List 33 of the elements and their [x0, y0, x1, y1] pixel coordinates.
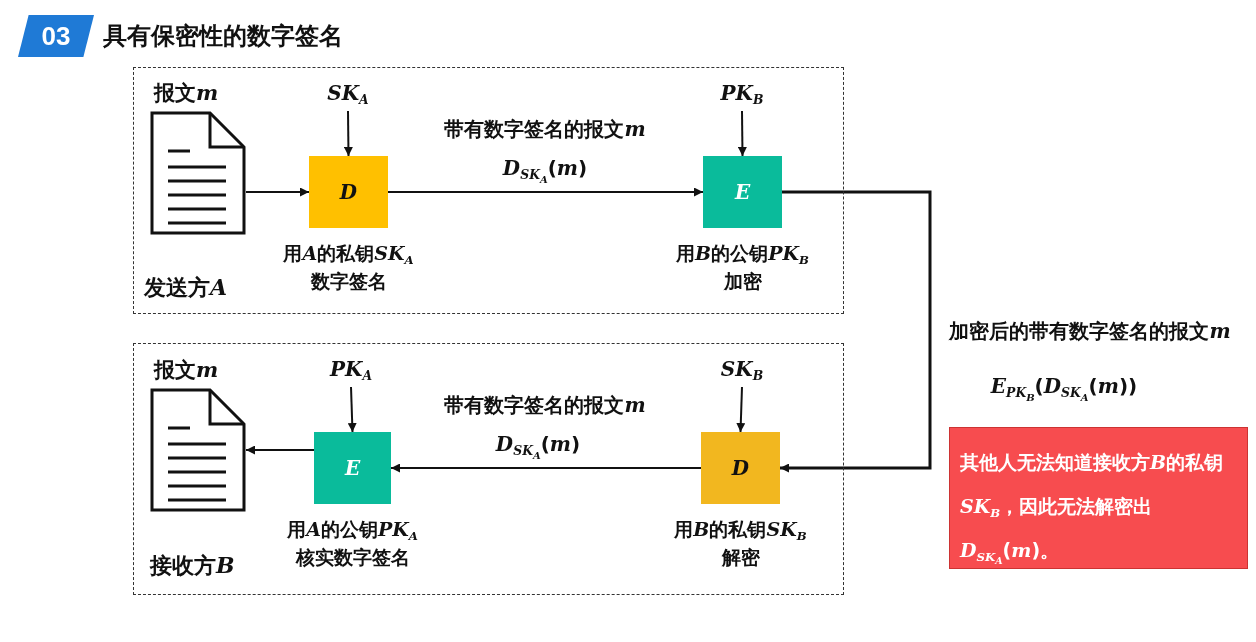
flow-heading: 带有数字签名的报文m	[444, 116, 646, 143]
key-label: SK$_{B}$	[711, 357, 773, 387]
document-title: 报文m	[154, 356, 219, 384]
arrow	[737, 110, 747, 157]
box-caption: 用A的公钥PK$_{A}$	[287, 517, 418, 543]
arrow	[736, 386, 746, 433]
box-caption: 核实数字签名	[295, 545, 410, 570]
section-number: 03	[18, 15, 94, 57]
arrow	[245, 187, 310, 197]
box-caption: 数字签名	[310, 269, 387, 294]
dashed-group-frame	[133, 343, 844, 595]
box-caption: 解密	[721, 545, 760, 570]
box-caption: 用A的私钥SK$_{A}$	[283, 241, 414, 267]
key-label: SK$_{A}$	[318, 81, 378, 111]
title: 具有保密性的数字签名	[103, 21, 343, 52]
group-label: 发送方A	[144, 273, 228, 302]
edge-label: 加密后的带有数字签名的报文m	[947, 318, 1233, 345]
flow-heading: 带有数字签名的报文m	[444, 392, 646, 419]
document-title: 报文m	[154, 79, 219, 107]
key-label: PK$_{A}$	[321, 357, 381, 387]
box-caption: 加密	[723, 269, 762, 294]
arrow	[343, 110, 353, 157]
box-caption: 用B的公钥PK$_{B}$	[676, 241, 809, 267]
key-label: PK$_{B}$	[711, 81, 773, 111]
arrow	[387, 187, 704, 197]
box-caption: 用B的私钥SK$_{B}$	[674, 517, 807, 543]
note-box: 其他人无法知道接收方B的私钥SK$_{B}$，因此无法解密出D$_{SK}$$_{A}$(m)。	[949, 427, 1248, 569]
arrow	[245, 445, 315, 455]
arrow	[390, 463, 702, 473]
group-label: 接收方B	[150, 551, 235, 580]
dashed-group-frame	[133, 67, 844, 314]
arrow	[347, 386, 357, 433]
arrow	[780, 190, 932, 473]
